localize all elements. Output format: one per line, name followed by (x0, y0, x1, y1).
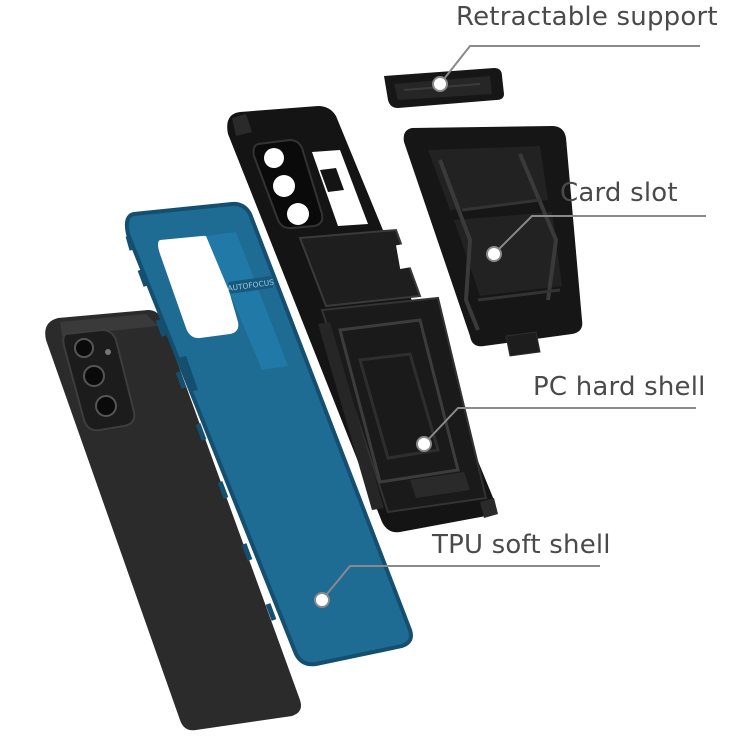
pc-shell-camera-cutouts (252, 138, 324, 230)
leader-lines (321, 45, 706, 601)
phone-camera-module (62, 328, 136, 432)
callout-dot-card (486, 246, 502, 262)
leader-line-retractable (439, 45, 700, 85)
callout-dot-pc (416, 436, 432, 452)
tpu-soft-shell: AUTOFOCUS (124, 201, 413, 667)
label-pc-hard-shell: PC hard shell (533, 372, 706, 402)
callout-dot-tpu (314, 592, 330, 608)
label-retractable-support: Retractable support (456, 2, 718, 32)
leader-line-card (493, 215, 706, 255)
card-slot-part (403, 126, 583, 357)
pc-hard-shell (227, 106, 498, 533)
leader-line-tpu (321, 565, 600, 601)
autofocus-tag: AUTOFOCUS (227, 276, 275, 294)
callout-dot-retractable (432, 76, 448, 92)
label-tpu-soft-shell: TPU soft shell (432, 530, 611, 560)
label-card-slot: Card slot (560, 178, 678, 208)
callout-dots (314, 76, 502, 608)
phone-body (45, 310, 302, 731)
leader-line-pc (423, 407, 696, 445)
